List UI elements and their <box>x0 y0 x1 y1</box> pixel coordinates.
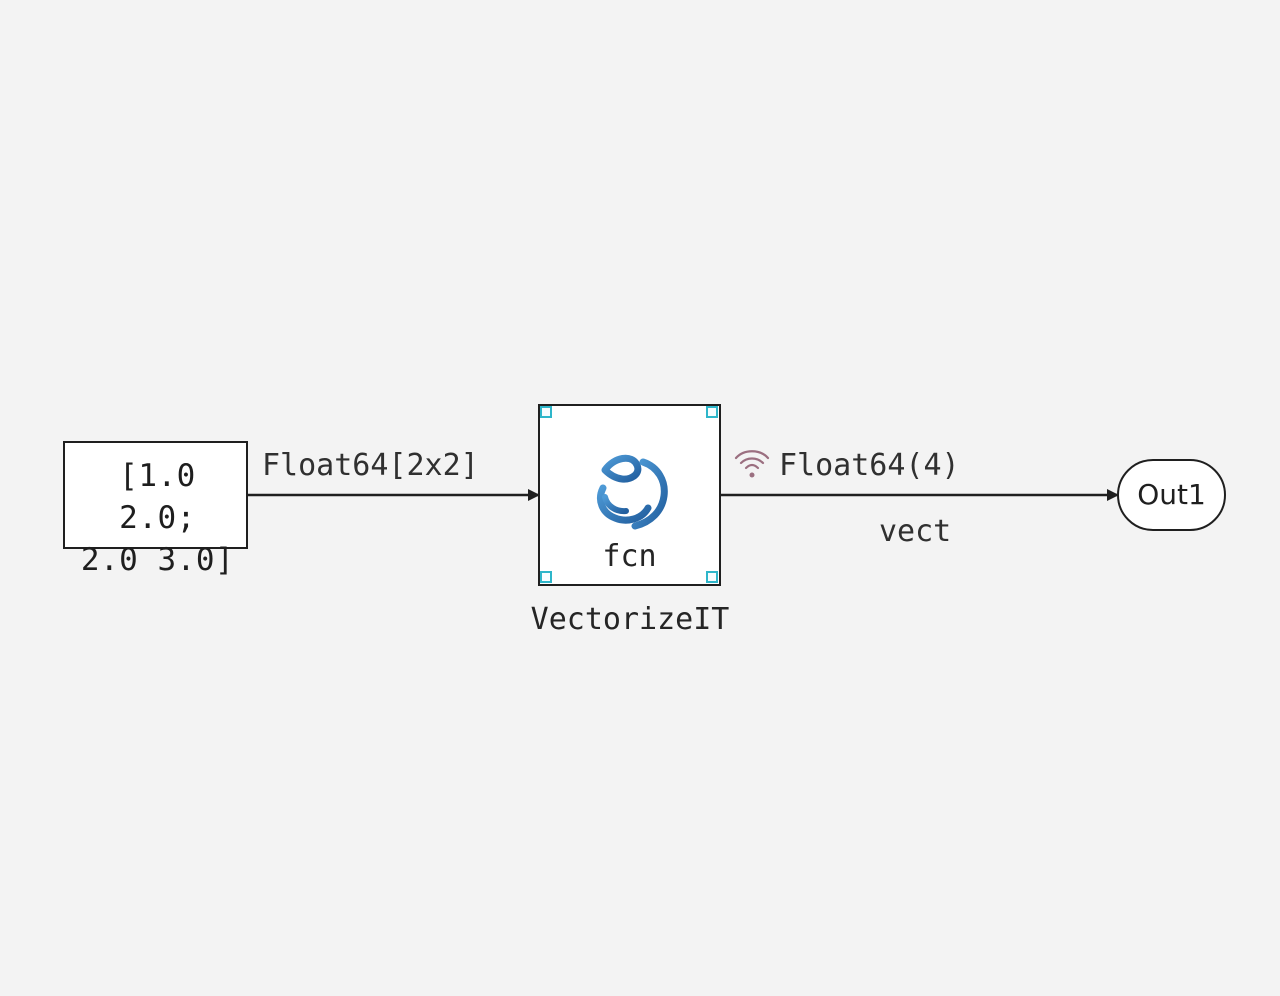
wifi-signal-icon <box>734 450 770 478</box>
function-block-label: fcn <box>602 539 657 574</box>
function-block-name: VectorizeIT <box>530 602 730 637</box>
selection-handle-top-right[interactable] <box>706 406 718 418</box>
outport-block[interactable]: Out1 <box>1117 459 1226 531</box>
constant-block[interactable]: [1.0 2.0; 2.0 3.0] <box>63 441 248 578</box>
selection-handle-bottom-right[interactable] <box>706 571 718 583</box>
outport-label: Out1 <box>1137 478 1206 511</box>
output-signal-type-label: Float64(4) <box>779 448 960 483</box>
input-signal-type-label: Float64[2x2] <box>262 448 479 483</box>
selection-handle-bottom-left[interactable] <box>540 571 552 583</box>
selection-handle-top-left[interactable] <box>540 406 552 418</box>
output-signal-name: vect <box>879 514 952 549</box>
constant-value: [1.0 2.0; 2.0 3.0] <box>80 458 235 578</box>
julia-logo-icon <box>597 454 668 530</box>
function-block[interactable]: fcn <box>538 404 721 586</box>
